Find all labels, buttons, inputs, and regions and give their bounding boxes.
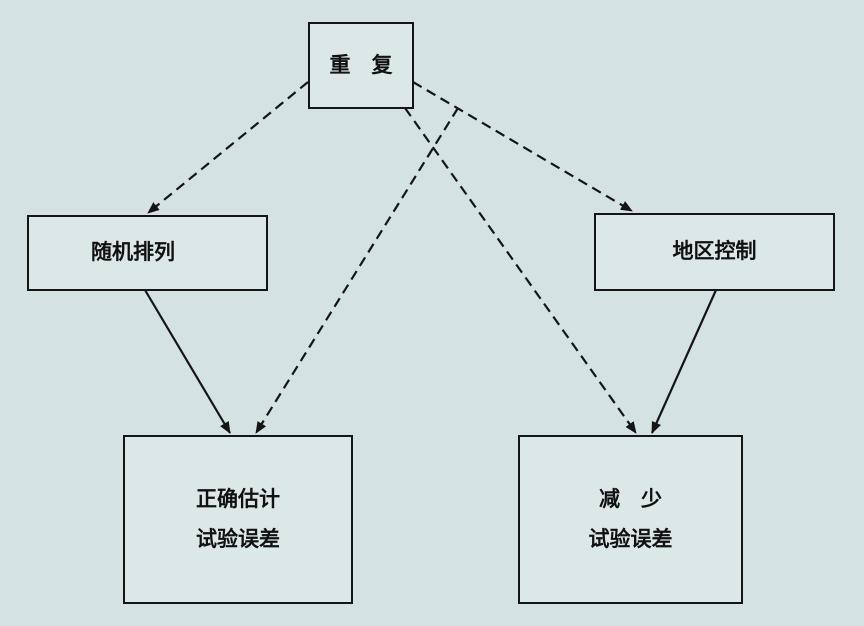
node-local-control: 地区控制	[594, 213, 835, 291]
node-random-label: 随机排列	[91, 240, 175, 265]
arrow-repeat-to-random	[147, 81, 309, 214]
node-reduce-line1: 减 少	[599, 486, 662, 511]
node-estimate-error: 正确估计 试验误差	[123, 435, 353, 604]
node-repeat: 重 复	[308, 22, 414, 109]
node-reduce-error: 减 少 试验误差	[518, 435, 743, 604]
arrow-random-to-estimate	[144, 289, 231, 434]
node-random-arrangement: 随机排列	[27, 215, 268, 291]
arrow-local-to-reduce	[650, 289, 718, 434]
node-repeat-label: 重 复	[329, 52, 393, 77]
node-estimate-line1: 正确估计	[196, 486, 280, 511]
arrow-repeat-to-local	[412, 81, 633, 212]
arrow-repeat-to-reduce	[404, 107, 637, 434]
node-estimate-line2: 试验误差	[196, 526, 280, 551]
node-local-label: 地区控制	[672, 239, 757, 264]
arrow-repeat-to-estimate	[255, 107, 459, 434]
node-reduce-line2: 试验误差	[588, 526, 673, 551]
